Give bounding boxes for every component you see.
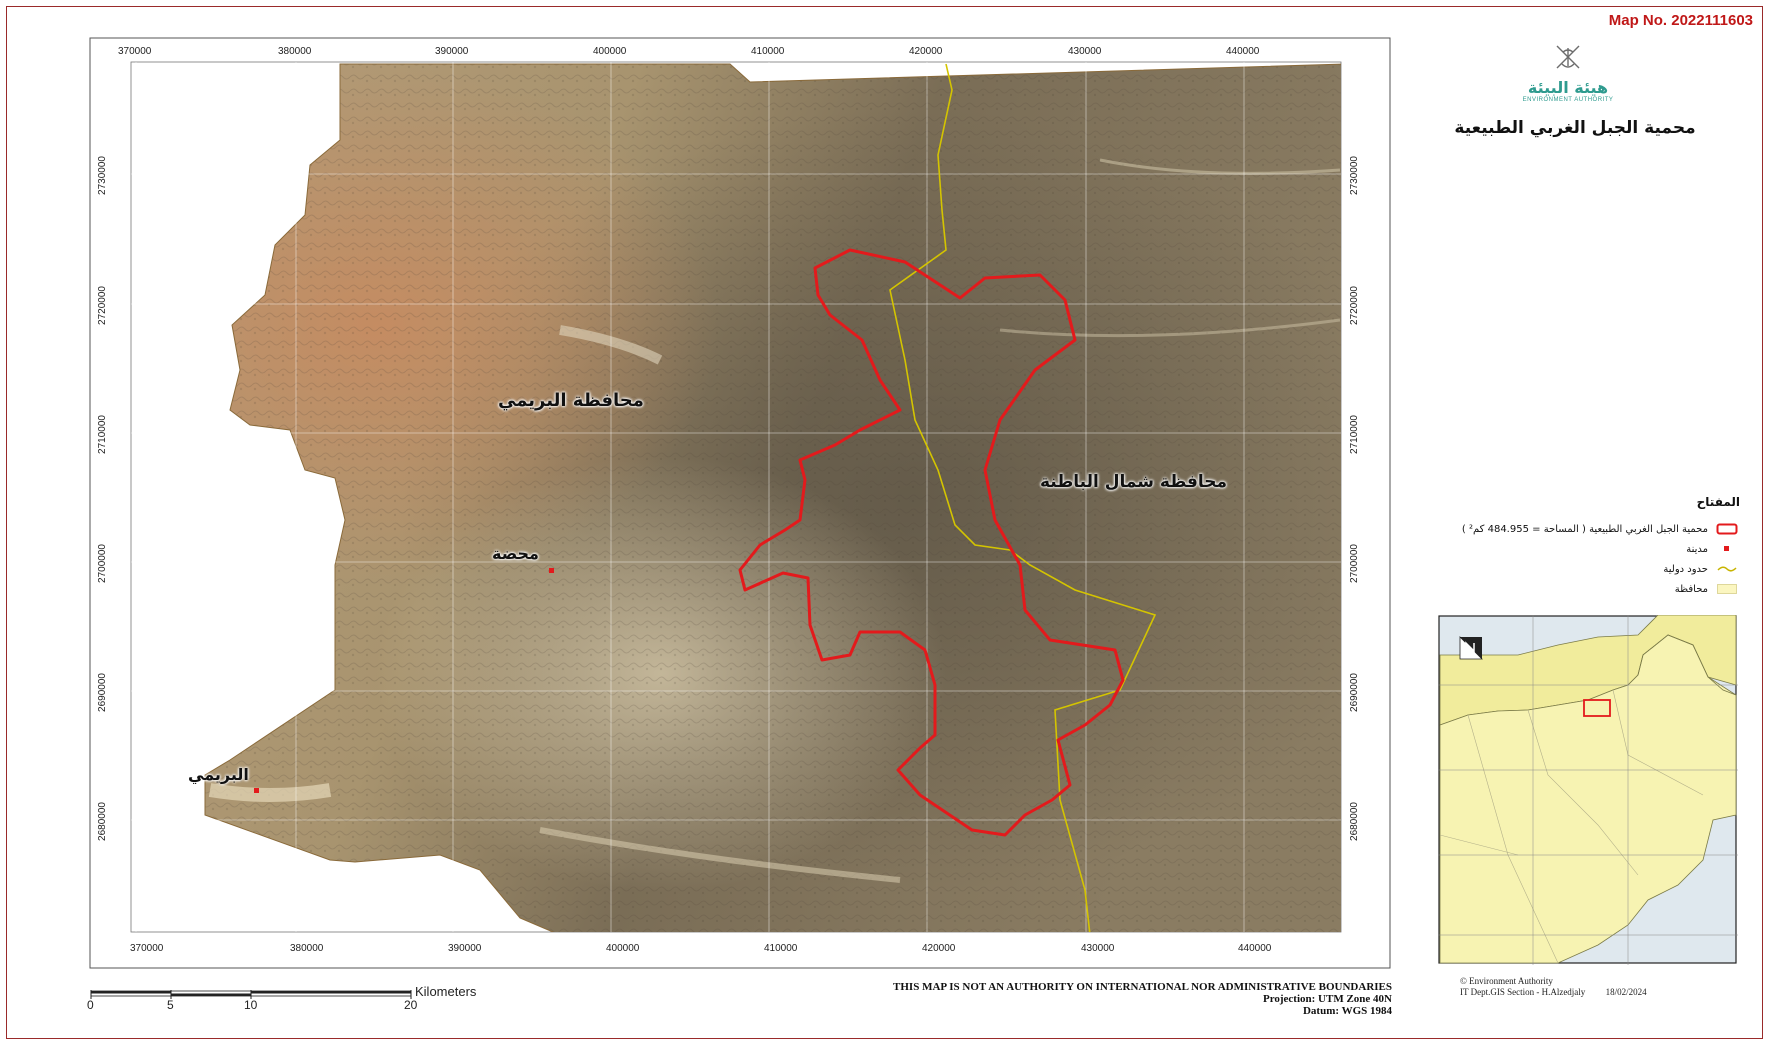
grid-label-top-420000: 420000: [909, 46, 943, 57]
grid-label-top-410000: 410000: [751, 46, 785, 57]
scale-label-5: 5: [167, 998, 174, 1012]
scale-unit: Kilometers: [415, 984, 477, 999]
grid-label-right-2720000: 2720000: [1348, 286, 1360, 325]
grid-label-right-2700000: 2700000: [1348, 544, 1360, 583]
grid-label-left-2700000: 2700000: [96, 544, 108, 583]
scale-label-10: 10: [244, 998, 258, 1012]
grid-label-right-2730000: 2730000: [1348, 156, 1360, 195]
legend-item-reserve: محمية الجبل الغربي الطبيعية ( المساحة = …: [1390, 519, 1740, 539]
grid-label-left-2680000: 2680000: [96, 802, 108, 841]
grid-label-right-2690000: 2690000: [1348, 673, 1360, 712]
environment-authority-logo: هيئة البيئة ENVIRONMENT AUTHORITY: [1508, 42, 1628, 112]
grid-label-right-2680000: 2680000: [1348, 802, 1360, 841]
logo-english-name: ENVIRONMENT AUTHORITY: [1522, 97, 1614, 103]
grid-label-bottom-410000: 410000: [764, 943, 798, 954]
scale-label-20: 20: [404, 998, 418, 1012]
map-number: Map No. 2022111603: [1608, 12, 1753, 29]
disclaimer-projection: Projection: UTM Zone 40N: [1262, 993, 1392, 1005]
label-buraimi-governorate: محافظة البريمي: [498, 390, 644, 411]
map-frame: [6, 6, 1763, 1039]
reserve-boundary-icon: [1714, 521, 1740, 537]
grid-label-top-440000: 440000: [1226, 46, 1260, 57]
inset-location-map[interactable]: [1438, 615, 1738, 965]
legend-label-governorate: محافظة: [1674, 583, 1708, 595]
reserve-title: محمية الجبل الغربي الطبيعية: [1454, 118, 1696, 138]
credit-author-line: IT Dept.GIS Section - H.Alzedjaly 18/02/…: [1460, 987, 1647, 998]
grid-label-left-2730000: 2730000: [96, 156, 108, 195]
grid-label-top-380000: 380000: [278, 46, 312, 57]
grid-label-bottom-370000: 370000: [130, 943, 164, 954]
oman-emblem-icon: [1556, 45, 1580, 69]
map-credits: © Environment Authority IT Dept.GIS Sect…: [1460, 976, 1647, 998]
city-point-mahdah: [549, 568, 554, 573]
credit-date: 18/02/2024: [1605, 987, 1647, 997]
logo-arabic-name: هيئة البيئة: [1527, 78, 1609, 97]
disclaimer-datum: Datum: WGS 1984: [1302, 1005, 1392, 1017]
grid-label-right-2710000: 2710000: [1348, 415, 1360, 454]
legend-item-governorate: محافظة: [1390, 579, 1740, 599]
reserve-boundary-polygon: [738, 248, 1125, 837]
north-arrow-icon: [1459, 636, 1483, 660]
grid-label-top-400000: 400000: [593, 46, 627, 57]
label-buraimi-city: البريمي: [188, 765, 249, 784]
disclaimer-boundaries: THIS MAP IS NOT AN AUTHORITY ON INTERNAT…: [893, 981, 1392, 993]
grid-label-top-430000: 430000: [1068, 46, 1102, 57]
scale-bar: [90, 990, 412, 999]
grid-label-left-2710000: 2710000: [96, 415, 108, 454]
legend-label-city: مدينة: [1686, 543, 1708, 555]
grid-label-bottom-420000: 420000: [922, 943, 956, 954]
grid-label-bottom-380000: 380000: [290, 943, 324, 954]
legend-item-city: مدينة: [1390, 539, 1740, 559]
governorate-fill-icon: [1714, 581, 1740, 597]
inset-reserve-highlight: [1583, 699, 1611, 717]
international-boundary-icon: [1714, 561, 1740, 577]
grid-label-bottom-440000: 440000: [1238, 943, 1272, 954]
legend-label-boundary: حدود دولية: [1663, 563, 1708, 575]
scale-label-0: 0: [87, 998, 94, 1012]
label-north-batinah-governorate: محافظة شمال الباطنة: [1040, 472, 1228, 492]
grid-label-left-2690000: 2690000: [96, 673, 108, 712]
credit-authority: © Environment Authority: [1460, 976, 1553, 986]
grid-label-bottom-430000: 430000: [1081, 943, 1115, 954]
grid-label-top-390000: 390000: [435, 46, 469, 57]
legend-title: المفتاح: [1696, 495, 1740, 509]
map-disclaimer: THIS MAP IS NOT AN AUTHORITY ON INTERNAT…: [780, 981, 1392, 1017]
label-mahdah: محضة: [492, 544, 539, 563]
grid-label-top-370000: 370000: [118, 46, 152, 57]
grid-label-bottom-390000: 390000: [448, 943, 482, 954]
grid-label-bottom-400000: 400000: [606, 943, 640, 954]
city-point-icon: [1714, 541, 1740, 557]
legend-label-reserve: محمية الجبل الغربي الطبيعية ( المساحة = …: [1461, 523, 1708, 535]
city-point-buraimi: [254, 788, 259, 793]
legend-item-boundary: حدود دولية: [1390, 559, 1740, 579]
international-boundary-line: [889, 63, 1157, 932]
credit-author: IT Dept.GIS Section - H.Alzedjaly: [1460, 987, 1586, 997]
map-legend: المفتاح محمية الجبل الغربي الطبيعية ( ال…: [1390, 495, 1740, 599]
grid-label-left-2720000: 2720000: [96, 286, 108, 325]
